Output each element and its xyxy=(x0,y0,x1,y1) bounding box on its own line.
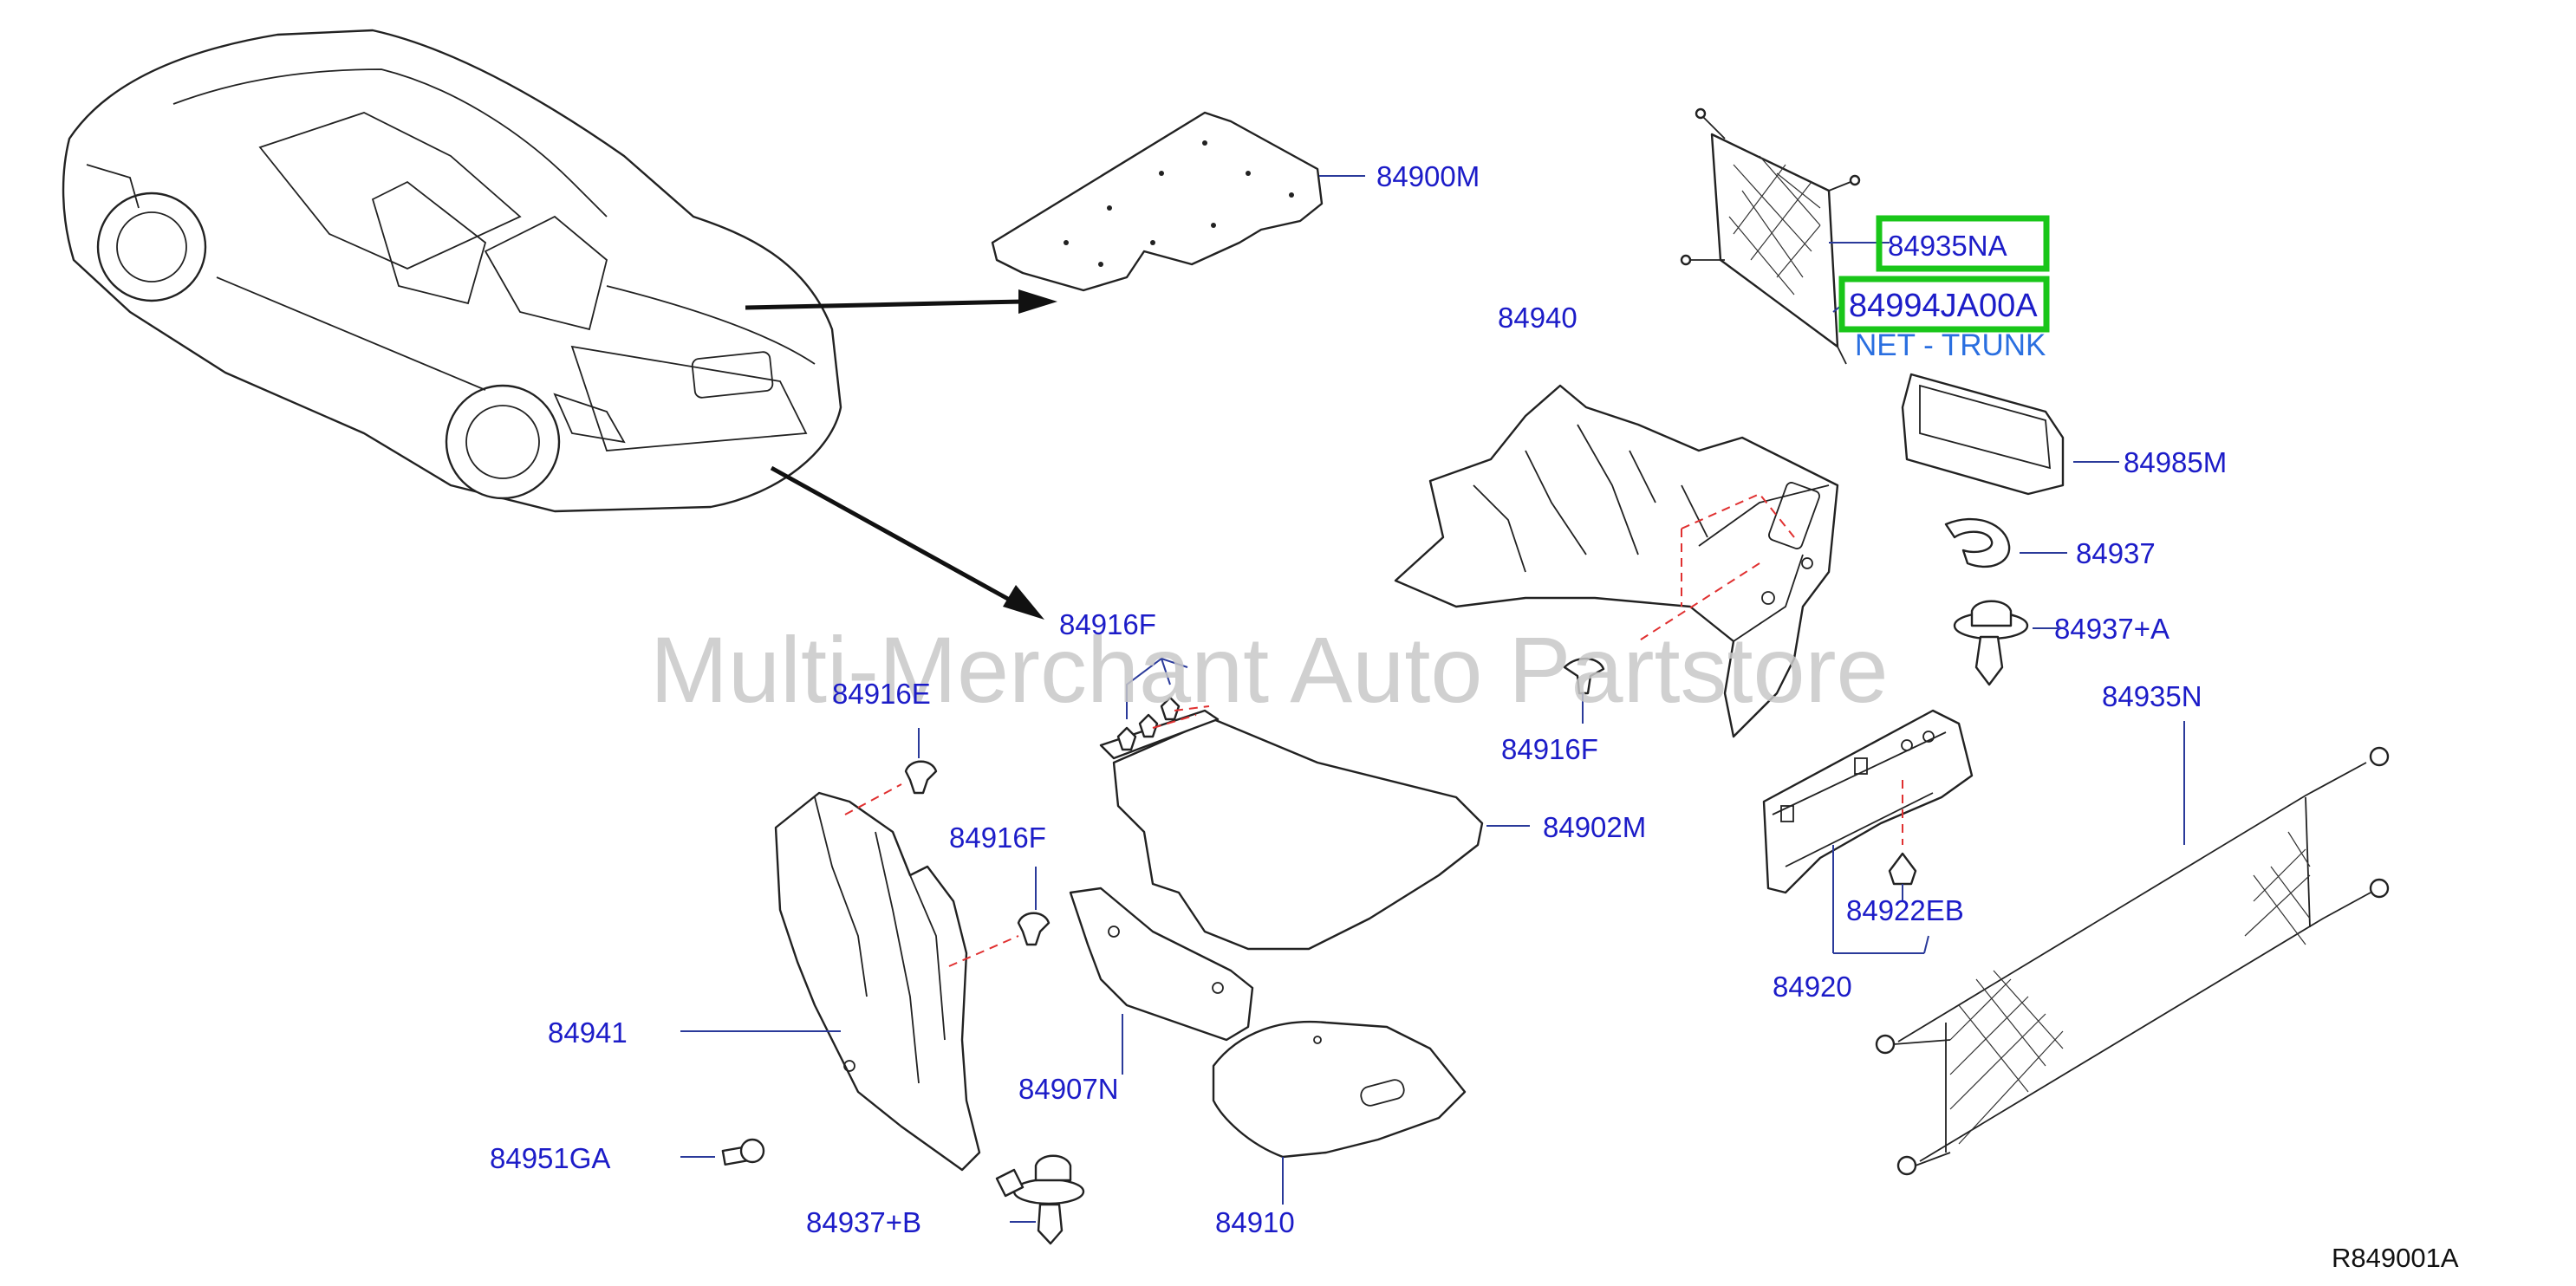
clip-84937A xyxy=(1953,600,2059,686)
bolt-84951GA xyxy=(680,1138,765,1166)
label-84994JA00A[interactable]: 84994JA00A xyxy=(1849,288,2038,324)
spare-cover-84910 xyxy=(1212,1020,1467,1205)
label-84910[interactable]: 84910 xyxy=(1215,1206,1295,1238)
clip-84922EB xyxy=(1888,852,1917,901)
trunk-side-finisher-left xyxy=(680,783,1019,1172)
label-84985M[interactable]: 84985M xyxy=(2124,446,2227,478)
label-84902M[interactable]: 84902M xyxy=(1543,811,1646,843)
car-illustration xyxy=(62,29,842,513)
label-84916E[interactable]: 84916E xyxy=(832,678,931,710)
diagram-reference-code: R849001A xyxy=(2332,1243,2459,1273)
label-net-trunk: NET - TRUNK xyxy=(1855,328,2046,362)
highlight-84935NA xyxy=(1876,215,2050,272)
trunk-lid-finisher xyxy=(991,111,1365,292)
rear-trim-84920 xyxy=(1762,709,1974,954)
label-84922EB[interactable]: 84922EB xyxy=(1846,894,1964,926)
label-84940[interactable]: 84940 xyxy=(1498,302,1577,334)
clip-84916E xyxy=(904,728,938,795)
label-84951GA[interactable]: 84951GA xyxy=(490,1142,610,1174)
part-labels: 84900M 84935NA 84994JA00A NET - TRUNK 84… xyxy=(490,160,2459,1273)
label-84937A[interactable]: 84937+A xyxy=(2054,613,2169,645)
label-84916F-right[interactable]: 84916F xyxy=(949,822,1046,854)
clip-84937B xyxy=(995,1154,1085,1245)
label-84920[interactable]: 84920 xyxy=(1773,971,1852,1003)
clip-84916F-right xyxy=(1017,867,1051,946)
highlight-84994JA00A xyxy=(1838,276,2050,333)
car-arrows xyxy=(745,289,1057,620)
label-84935N[interactable]: 84935N xyxy=(2102,680,2202,712)
clips-84916F-top xyxy=(1116,657,1210,751)
trunk-side-finisher xyxy=(1394,384,1839,738)
storage-box xyxy=(1901,373,2119,496)
label-84907N[interactable]: 84907N xyxy=(1018,1073,1119,1105)
trunk-panel-84907N xyxy=(1069,887,1254,1075)
clip-84916F-mid xyxy=(1563,657,1605,724)
label-84900M[interactable]: 84900M xyxy=(1376,160,1480,192)
label-84941[interactable]: 84941 xyxy=(548,1016,628,1049)
label-84937[interactable]: 84937 xyxy=(2076,537,2156,569)
trunk-floor-mat xyxy=(1099,657,1530,951)
label-84935NA[interactable]: 84935NA xyxy=(1888,230,2007,262)
trunk-net-top xyxy=(1680,107,1890,365)
label-84937B[interactable]: 84937+B xyxy=(806,1206,921,1238)
label-84916F-top[interactable]: 84916F xyxy=(1059,608,1156,640)
trunk-net-bottom xyxy=(1875,721,2390,1176)
label-84916F-mid[interactable]: 84916F xyxy=(1501,733,1598,765)
clip-84937 xyxy=(1944,517,2067,568)
watermark: Multi-Merchant Auto Partstore xyxy=(650,617,1889,722)
